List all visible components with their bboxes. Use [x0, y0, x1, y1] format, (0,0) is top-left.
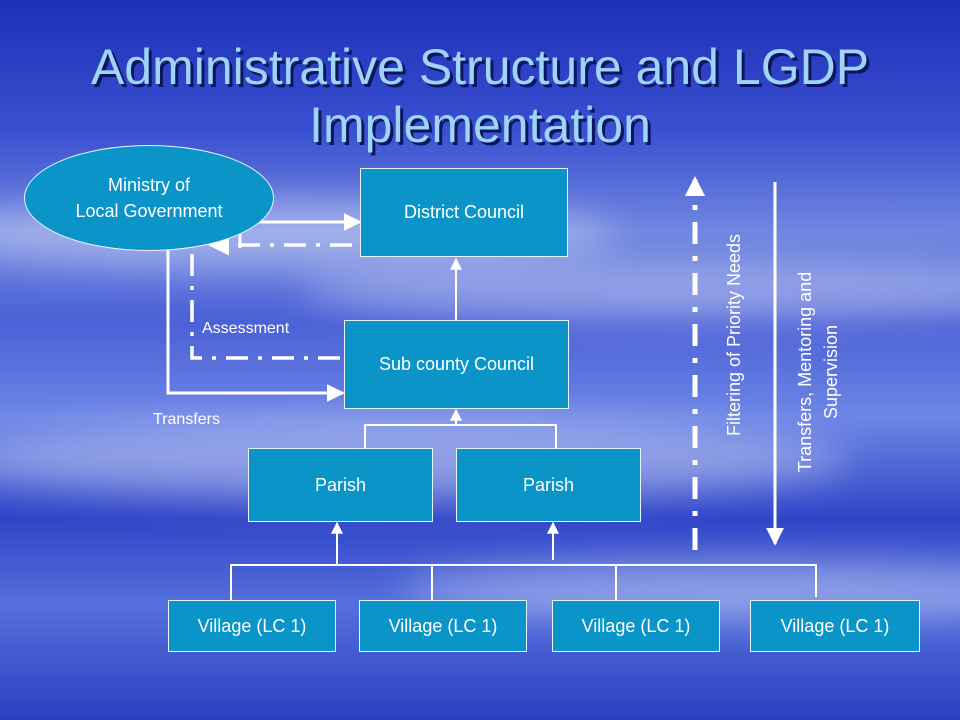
parish-node-1: Parish: [248, 448, 433, 522]
tms-label-line2: Supervision: [821, 324, 841, 420]
tms-label-line1: Transfers, Mentoring and: [795, 271, 815, 473]
ministry-node: Ministry of Local Government: [24, 145, 274, 251]
district-council-node: District Council: [360, 168, 568, 257]
slide-title: Administrative Structure and LGDP Implem…: [90, 39, 870, 153]
parish-bracket: [364, 424, 557, 448]
village-node-2: Village (LC 1): [359, 600, 527, 652]
ministry-label-line2: Local Government: [75, 201, 223, 221]
transfers-arrow: [166, 240, 345, 402]
transfers-label: Transfers: [153, 411, 220, 428]
ministry-label-line1: Ministry of: [107, 175, 190, 195]
assessment-dashed-line: [190, 244, 340, 360]
parish-node-2: Parish: [456, 448, 641, 522]
village-bracket: [230, 564, 817, 600]
assessment-label: Assessment: [202, 320, 290, 337]
tms-label: Transfers, Mentoring and Supervision: [792, 222, 844, 522]
sub-county-council-node: Sub county Council: [344, 320, 569, 409]
village-node-3: Village (LC 1): [552, 600, 720, 652]
village-node-4: Village (LC 1): [750, 600, 920, 652]
village-node-1: Village (LC 1): [168, 600, 336, 652]
filtering-label: Filtering of Priority Needs: [724, 233, 744, 437]
